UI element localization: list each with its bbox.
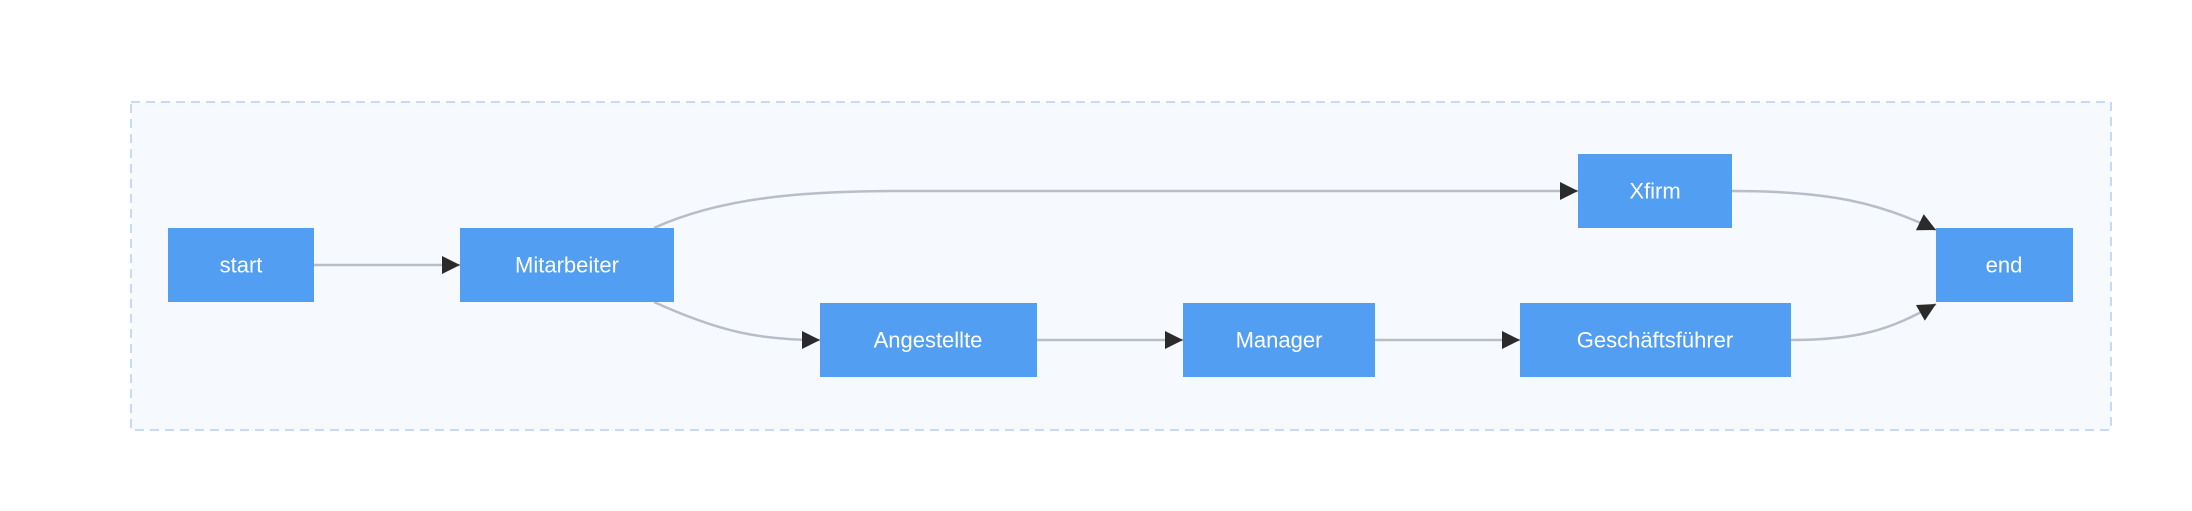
node-start[interactable]: start	[168, 228, 314, 302]
node-label: end	[1986, 253, 2023, 278]
node-geschaeftsfuehrer[interactable]: Geschäftsführer	[1520, 303, 1791, 377]
node-label: Manager	[1236, 328, 1323, 353]
node-label: Geschäftsführer	[1577, 328, 1734, 353]
node-label: Angestellte	[874, 328, 983, 353]
node-end[interactable]: end	[1936, 228, 2073, 302]
node-label: start	[220, 253, 263, 278]
node-xfirm[interactable]: Xfirm	[1578, 154, 1732, 228]
edge-geschaeftsfuehrer-end	[1790, 302, 1937, 342]
node-label: Xfirm	[1629, 179, 1680, 204]
node-angestellte[interactable]: Angestellte	[820, 303, 1037, 377]
edge-mitarbeiter-xfirm	[653, 182, 1578, 230]
edge-mitarbeiter-angestellte	[653, 300, 821, 349]
node-manager[interactable]: Manager	[1183, 303, 1375, 377]
edge-xfirm-end	[1731, 189, 1937, 232]
node-mitarbeiter[interactable]: Mitarbeiter	[460, 228, 674, 302]
node-label: Mitarbeiter	[515, 253, 619, 278]
edges	[314, 182, 1937, 349]
